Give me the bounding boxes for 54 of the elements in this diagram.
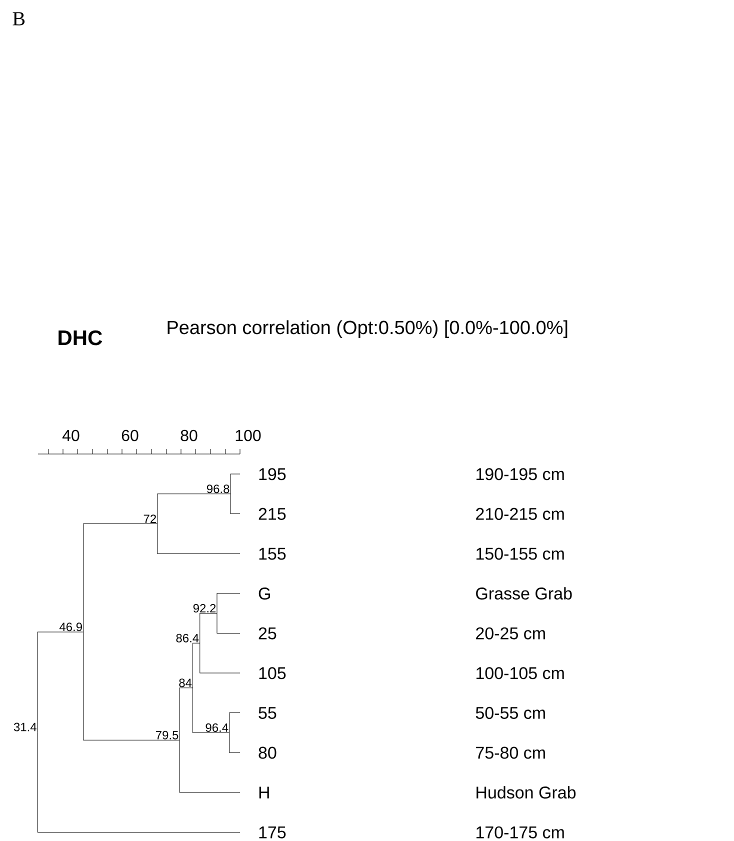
- sample-label: 80: [258, 746, 276, 759]
- sample-description: 20-25 cm: [476, 627, 545, 640]
- tick-label: 100: [236, 430, 261, 442]
- tree-branch: [157, 494, 231, 524]
- tree-branch: [37, 632, 84, 732]
- sample-description: Grasse Grab: [476, 587, 572, 600]
- similarity-value: 92.2: [193, 604, 216, 612]
- subtitle: Pearson correlation (Opt:0.50%) [0.0%-100.0%]: [168, 320, 568, 338]
- sample-label: H: [259, 786, 269, 798]
- similarity-value: 46.9: [59, 622, 82, 632]
- panel-letter: B: [12, 12, 25, 26]
- sample-label: 175: [259, 826, 286, 838]
- sample-description: 75-80 cm: [476, 746, 545, 759]
- sample-description: 210-215 cm: [476, 508, 564, 520]
- sample-description: 50-55 cm: [476, 706, 545, 719]
- tree-branch: [179, 740, 240, 793]
- tree-branch: [200, 642, 240, 674]
- tick-label: 60: [122, 430, 138, 442]
- similarity-value: 79.5: [156, 730, 178, 740]
- similarity-value: 96.4: [206, 723, 228, 732]
- sample-description: Hudson Grab: [476, 786, 576, 799]
- sample-label: 195: [259, 468, 286, 480]
- tree-branch: [216, 613, 240, 634]
- tree-branch: [37, 732, 240, 832]
- tree-branch: [192, 642, 200, 688]
- similarity-value: 96.8: [206, 484, 230, 494]
- similarity-value: 84: [179, 678, 192, 688]
- tree-branch: [192, 688, 230, 733]
- tree-branch: [229, 732, 240, 753]
- tree-branch: [216, 593, 240, 614]
- sample-label: 55: [258, 707, 276, 719]
- sample-label: G: [258, 588, 270, 600]
- similarity-value: 86.4: [176, 634, 199, 642]
- tick-label: 40: [62, 430, 80, 442]
- tick-label: 80: [180, 430, 198, 442]
- tree-branch: [83, 632, 180, 740]
- sample-description: 190-195 cm: [476, 468, 564, 480]
- title: DHC: [58, 330, 102, 346]
- similarity-value: 72: [144, 514, 156, 523]
- sample-label: 105: [259, 667, 286, 680]
- tree-branch: [179, 688, 194, 740]
- tree-branch: [230, 494, 240, 514]
- sample-label: 215: [258, 508, 286, 520]
- sample-label: 25: [258, 627, 276, 640]
- sample-description: 100-105 cm: [476, 667, 564, 680]
- sample-label: 155: [259, 548, 286, 560]
- tree-branch: [83, 524, 158, 632]
- tree-branch: [230, 474, 240, 494]
- tree-branch: [157, 524, 240, 554]
- tree-branch: [229, 712, 240, 733]
- sample-description: 170-175 cm: [476, 826, 564, 838]
- sample-description: 150-155 cm: [476, 548, 564, 560]
- tree-branch: [200, 613, 218, 644]
- similarity-value: 31.4: [14, 722, 36, 732]
